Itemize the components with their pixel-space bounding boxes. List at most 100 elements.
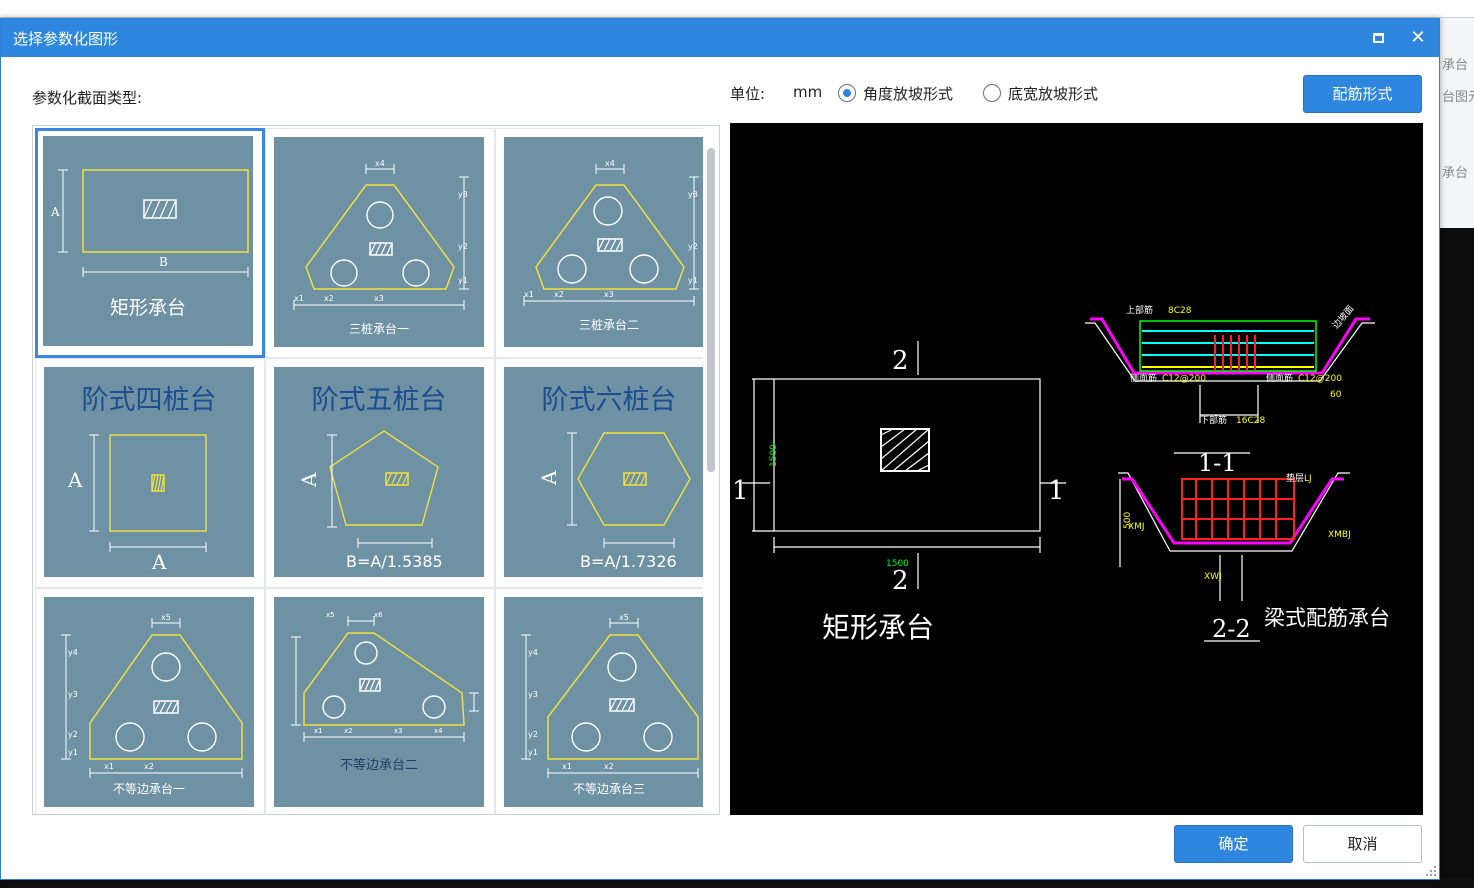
svg-text:x4: x4: [434, 727, 443, 735]
shape-thumbnail[interactable]: A B 矩形承台: [35, 128, 265, 358]
svg-text:x3: x3: [374, 294, 384, 303]
shape-thumbnail-drawing: A B 矩形承台: [50, 169, 249, 319]
svg-text:A: A: [297, 472, 321, 488]
beam-title: 梁式配筋承台: [1264, 606, 1390, 630]
angle-slope-radio[interactable]: [838, 84, 856, 102]
dialog-titlebar[interactable]: 选择参数化图形 ✕: [1, 19, 1439, 57]
dialog-title: 选择参数化图形: [13, 30, 119, 48]
unit-label: 单位:: [730, 85, 766, 103]
pad-value: LJ: [1304, 474, 1312, 484]
resize-grip-icon[interactable]: [1426, 866, 1436, 876]
svg-text:y3: y3: [688, 190, 698, 199]
shape-thumbnail[interactable]: A B=A/1.5385 阶式五桩台: [265, 358, 495, 588]
pad-label: 垫层: [1286, 472, 1304, 484]
section-1-1-label: 1-1: [1198, 449, 1237, 477]
angle-label: 60: [1330, 390, 1342, 400]
side-rebar-label: 侧面筋: [1130, 372, 1157, 384]
dim-width: 1500: [886, 559, 909, 569]
background-right-text: 承台: [1442, 58, 1469, 73]
svg-text:A: A: [151, 550, 167, 574]
background-right-text: 台图元: [1442, 90, 1474, 105]
svg-text:x2: x2: [144, 762, 154, 771]
shape-thumbnail-label: 矩形承台: [110, 297, 186, 319]
plan-title: 矩形承台: [822, 611, 934, 644]
svg-text:x2: x2: [554, 290, 564, 299]
shape-thumbnail-label: 不等边承台三: [573, 781, 645, 796]
svg-text:B=A/1.5385: B=A/1.5385: [346, 552, 443, 571]
plan-mark-2-top: 2: [892, 346, 909, 376]
svg-text:y3: y3: [528, 690, 538, 699]
angle-slope-label[interactable]: 角度放坡形式: [863, 85, 954, 103]
shape-preview-canvas: 2 2 1 1 矩形承台 1-1 2-2 梁式配筋承台 1500 1500 上部…: [730, 123, 1423, 815]
svg-text:y3: y3: [68, 690, 78, 699]
plan-mark-2-bottom: 2: [892, 566, 909, 596]
svg-text:x3: x3: [604, 290, 614, 299]
top-rebar-value: 8C28: [1168, 306, 1192, 316]
svg-text:y2: y2: [528, 730, 538, 739]
shape-thumbnail-label: 阶式五桩台: [312, 385, 447, 416]
ok-button[interactable]: 确定: [1174, 825, 1293, 863]
gallery-scroll-thumb[interactable]: [707, 148, 715, 472]
svg-text:x2: x2: [604, 762, 614, 771]
unit-value: mm: [793, 83, 823, 101]
gallery-scrollbar[interactable]: [703, 128, 719, 814]
maximize-button[interactable]: [1365, 26, 1391, 50]
height-label: 500: [1123, 512, 1133, 529]
svg-text:y2: y2: [458, 242, 468, 251]
xmj-label: XMJ: [1128, 522, 1145, 532]
width-slope-radio[interactable]: [983, 84, 1001, 102]
close-button[interactable]: ✕: [1405, 26, 1431, 50]
width-slope-label[interactable]: 底宽放坡形式: [1008, 85, 1099, 103]
rebar-form-button[interactable]: 配筋形式: [1303, 75, 1422, 113]
svg-text:y2: y2: [688, 242, 698, 251]
cancel-button[interactable]: 取消: [1303, 825, 1422, 863]
background-bottom-strip: [0, 878, 1474, 888]
svg-text:x4: x4: [375, 159, 385, 168]
svg-text:x6: x6: [374, 611, 383, 619]
svg-text:x1: x1: [314, 727, 323, 735]
svg-text:x1: x1: [524, 290, 534, 299]
background-canvas: [1440, 228, 1474, 888]
svg-text:B: B: [159, 255, 168, 269]
shape-thumbnail-drawing: A B=A/1.5385 阶式五桩台: [297, 385, 447, 571]
preview-drawing: 2 2 1 1 矩形承台 1-1 2-2 梁式配筋承台 1500 1500 上部…: [732, 303, 1390, 644]
maximize-icon: [1372, 33, 1384, 43]
plan-mark-1-right: 1: [1048, 476, 1065, 506]
svg-text:x5: x5: [619, 613, 629, 622]
background-right-text: 承台: [1442, 166, 1469, 181]
background-right-panel: 承台台图元承台: [1440, 18, 1474, 888]
svg-text:y2: y2: [68, 730, 78, 739]
svg-text:x2: x2: [344, 727, 353, 735]
side-rebar2-label: 侧面筋: [1266, 372, 1293, 384]
svg-text:B=A/1.7326: B=A/1.7326: [580, 552, 677, 571]
svg-text:x5: x5: [161, 613, 171, 622]
svg-text:y1: y1: [528, 748, 538, 757]
svg-text:A: A: [50, 205, 60, 219]
svg-text:x2: x2: [324, 294, 334, 303]
plan-mark-1-left: 1: [732, 476, 749, 506]
shape-thumbnail-label: 不等边承台一: [113, 781, 185, 796]
svg-text:A: A: [537, 470, 561, 486]
xwj-label: XWJ: [1204, 572, 1222, 582]
